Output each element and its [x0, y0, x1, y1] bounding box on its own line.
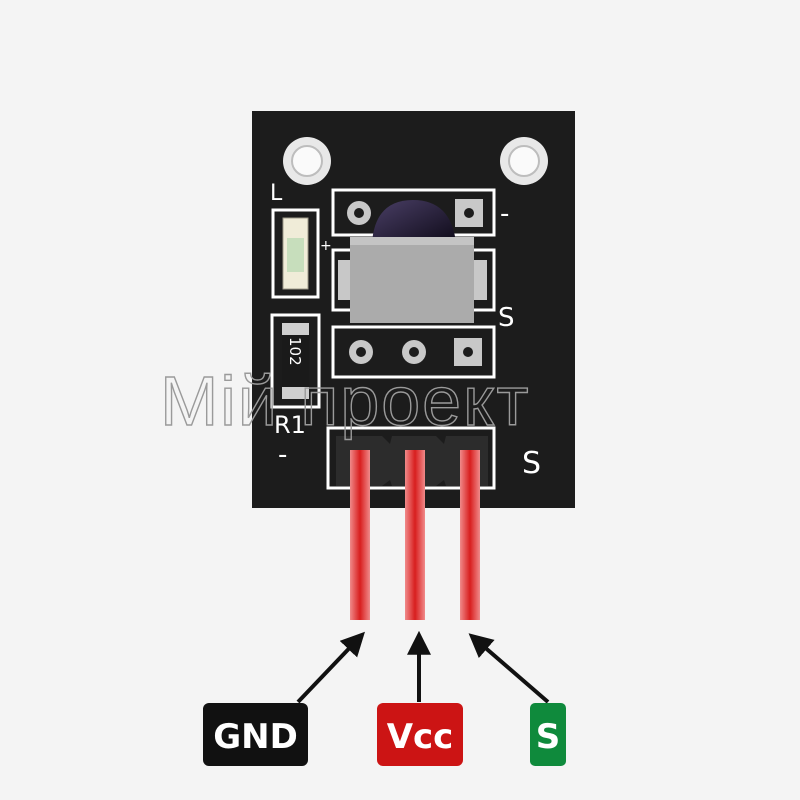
ir-receiver-sensor	[350, 200, 474, 323]
watermark-text: Мій проект	[160, 362, 531, 440]
sensor-signal-label: S	[498, 303, 515, 333]
sensor-minus-label: -	[500, 199, 509, 229]
pin-s-wire	[460, 450, 480, 620]
pin-gnd-wire	[350, 450, 370, 620]
led-label: L	[270, 181, 283, 206]
pin-label-s: S	[530, 703, 566, 766]
pin-label-vcc: Vcc	[377, 703, 463, 766]
resistor-name: R1	[274, 411, 306, 439]
sensor-pad-row-bottom	[331, 325, 496, 379]
sensor-pad-square	[455, 199, 483, 227]
pin-label-s-text: S	[536, 717, 561, 757]
led-plus-label: +	[320, 238, 332, 254]
pin-vcc-wire	[405, 450, 425, 620]
sensor-pad	[402, 340, 426, 364]
smd-led	[271, 208, 320, 299]
resistor-code: 102	[286, 337, 304, 366]
pin-label-s-box	[530, 703, 566, 766]
mounting-hole-right	[500, 137, 548, 185]
pin-label-gnd-box	[203, 703, 308, 766]
sensor-pad-square	[454, 338, 482, 366]
sensor-pad-right	[473, 260, 487, 300]
header-minus-label: -	[278, 440, 287, 470]
sensor-pad-left	[338, 260, 352, 300]
pin-label-gnd-text: GND	[213, 717, 298, 757]
header-signal-label: S	[522, 446, 541, 481]
arrow-s	[468, 633, 550, 704]
smd-resistor	[270, 313, 321, 409]
arrow-gnd	[296, 631, 365, 704]
mounting-hole-left	[283, 137, 331, 185]
pin-label-vcc-text: Vcc	[387, 717, 454, 757]
pin-label-gnd: GND	[203, 703, 308, 766]
sensor-pad	[347, 201, 371, 225]
sensor-pad	[349, 340, 373, 364]
pin-label-vcc-box	[377, 703, 463, 766]
